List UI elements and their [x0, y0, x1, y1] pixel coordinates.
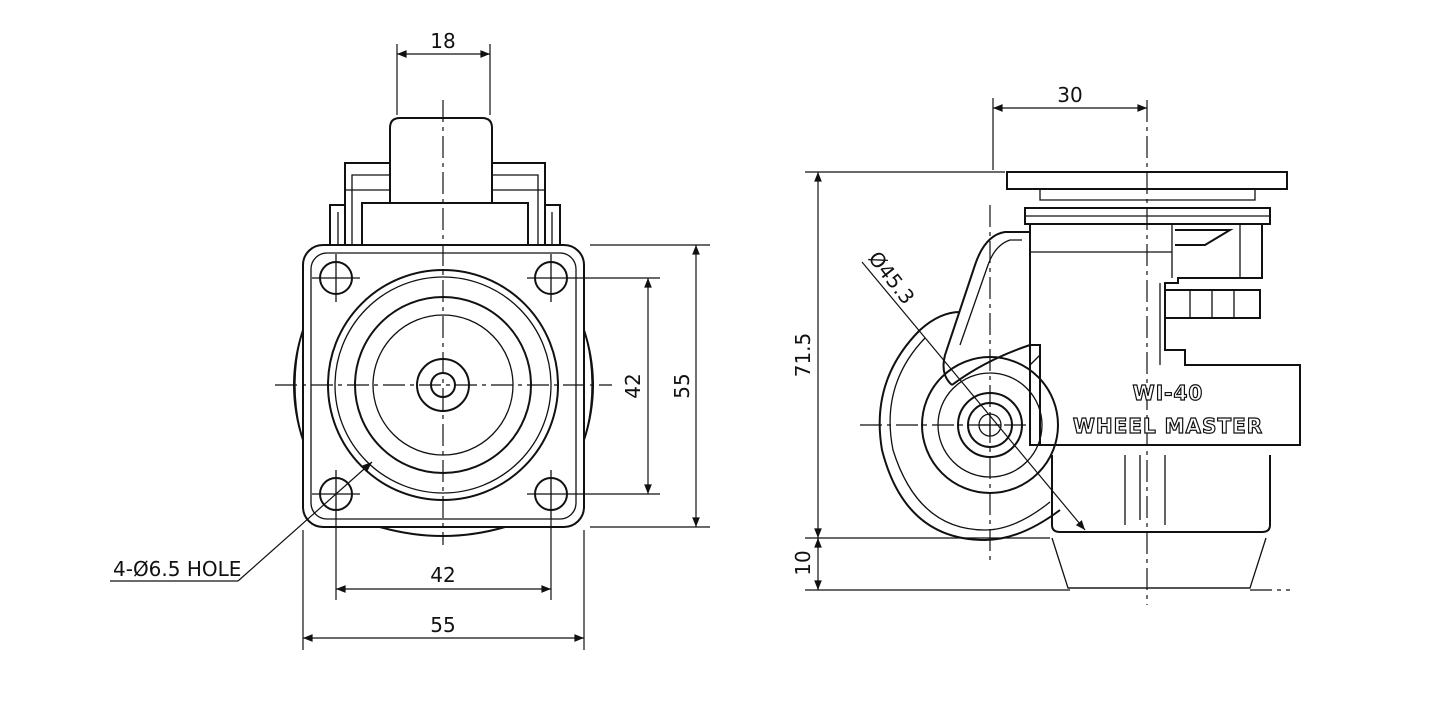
- side-dim-wheel-label: Ø45.3: [864, 247, 920, 309]
- side-wheel: [878, 311, 1061, 542]
- hole-callout: 4-Ø6.5 HOLE: [110, 461, 373, 582]
- front-dim-bottom-outer: 55: [302, 530, 585, 650]
- model-label: WI-40: [1133, 381, 1204, 405]
- front-dim-right-inner-label: 42: [621, 373, 645, 398]
- side-dim-bottom-label: 10: [791, 550, 815, 575]
- front-dim-bottom-inner: 42: [335, 518, 552, 600]
- hole-callout-label: 4-Ø6.5 HOLE: [113, 557, 241, 581]
- side-arm: [942, 231, 1041, 445]
- front-bolt-holes: [312, 254, 575, 518]
- side-dim-top: 30: [992, 83, 1147, 170]
- side-leveling-pad: [1051, 455, 1271, 589]
- front-view: 18 42 55 42 55: [110, 29, 710, 650]
- side-body: [1029, 224, 1301, 446]
- front-dim-right-inner: 42: [575, 277, 660, 495]
- front-dim-top: 18: [396, 29, 491, 115]
- front-dim-right-outer: 55: [590, 244, 710, 528]
- side-dim-height-label: 71.5: [791, 333, 815, 378]
- front-dim-right-outer-label: 55: [670, 373, 694, 398]
- front-stem: [329, 117, 561, 245]
- side-dim-bottom: 10: [791, 538, 1070, 591]
- side-dim-top-label: 30: [1057, 83, 1082, 107]
- side-dim-height: 71.5: [791, 171, 1050, 539]
- side-view: 30 71.5 10 Ø45.3 WI-40 WHEEL MASTER: [791, 83, 1301, 605]
- brand-label: WHEEL MASTER: [1073, 414, 1263, 438]
- front-dim-bottom-inner-label: 42: [430, 563, 455, 587]
- front-dim-top-label: 18: [430, 29, 455, 53]
- front-dim-bottom-outer-label: 55: [430, 613, 455, 637]
